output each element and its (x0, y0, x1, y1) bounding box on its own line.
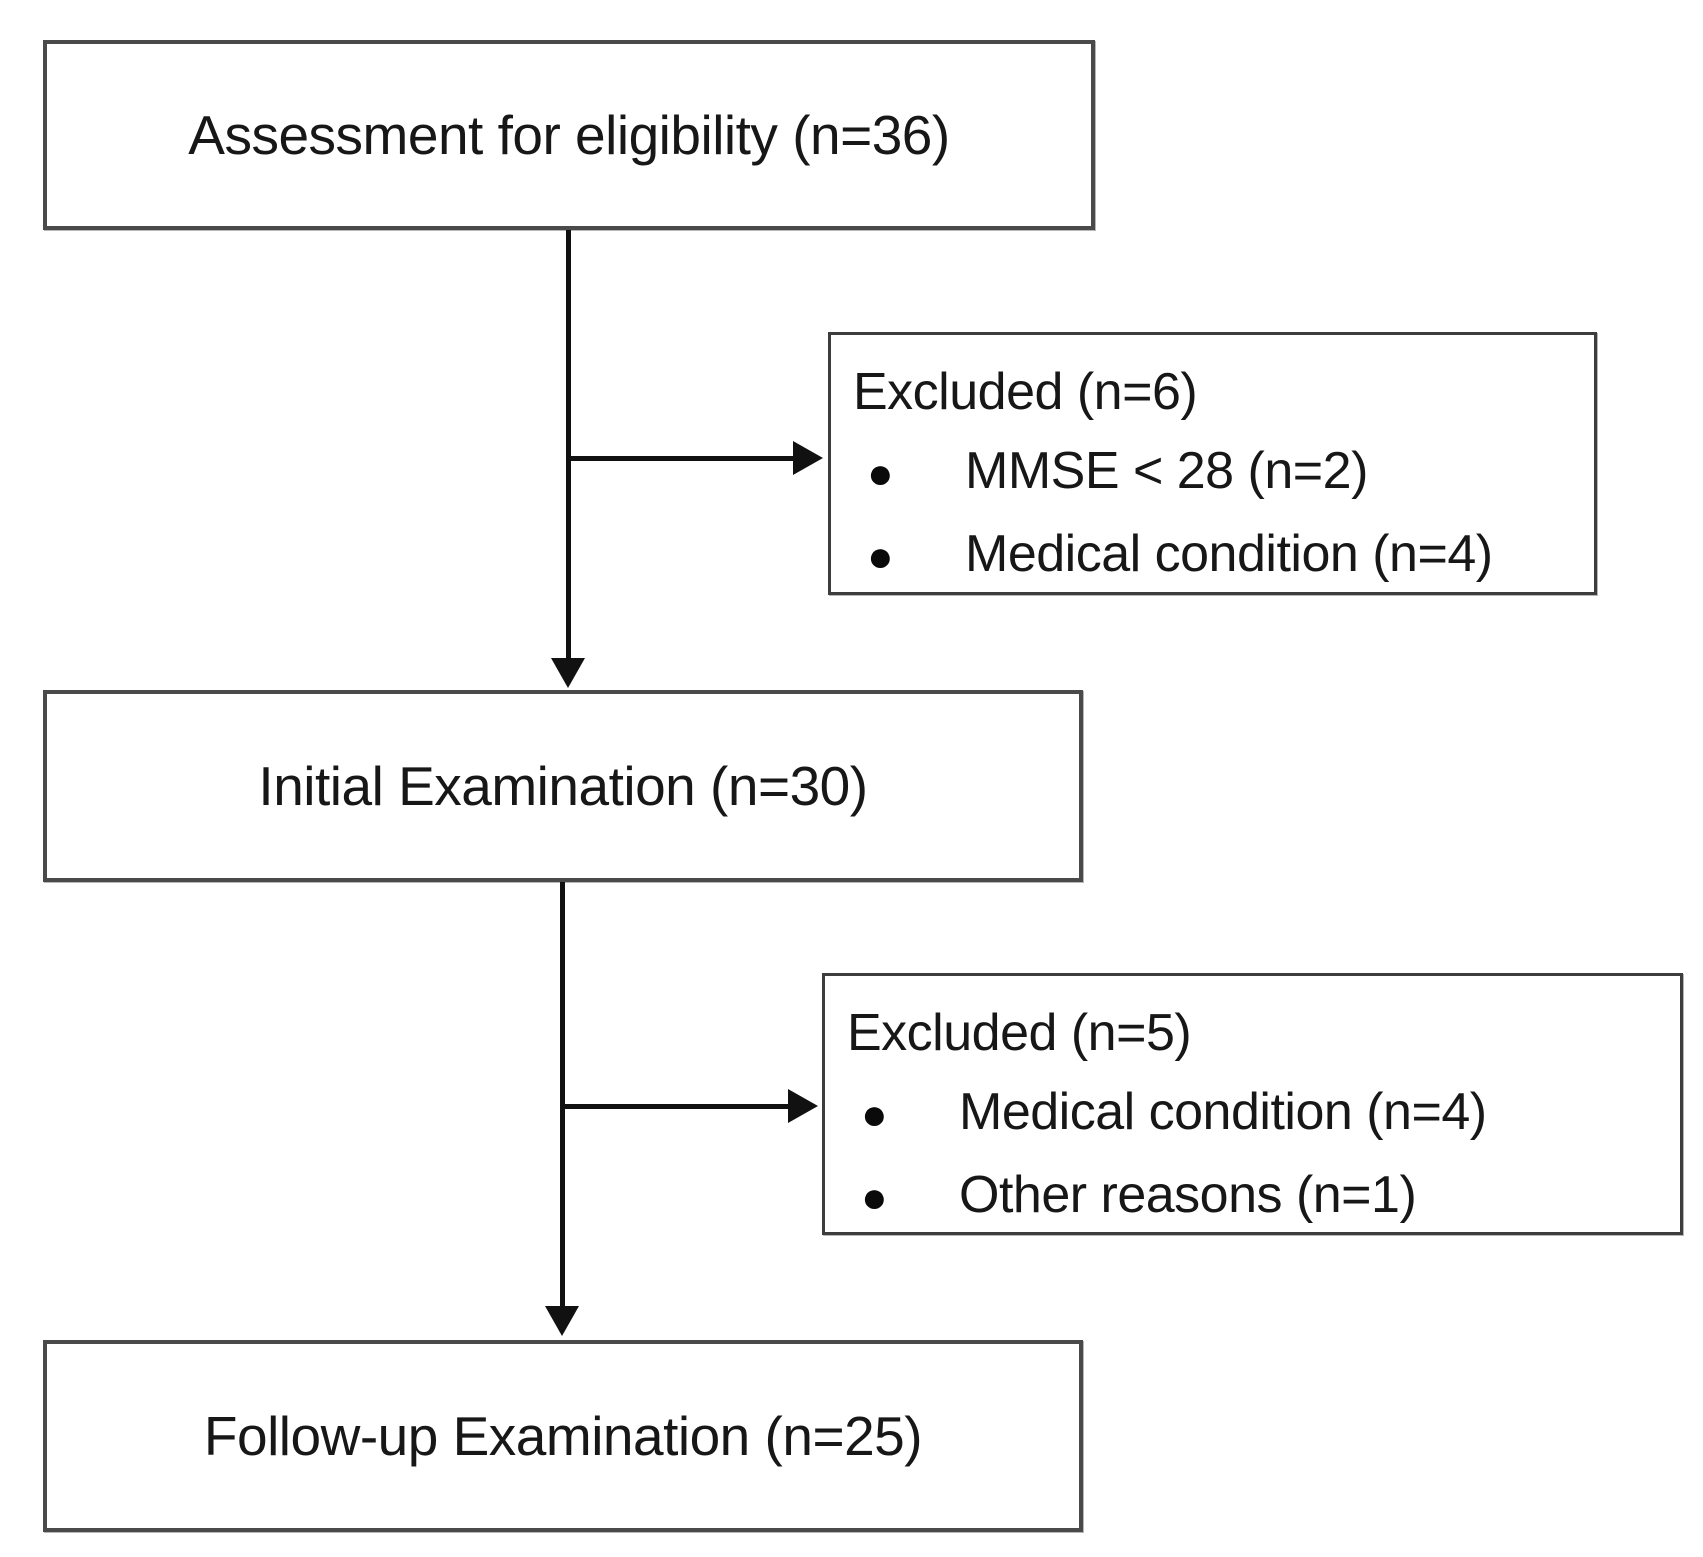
box-initial-examination: Initial Examination (n=30) (43, 690, 1083, 882)
excluded-2-item-other-label: Other reasons (n=1) (959, 1166, 1417, 1224)
arrowhead-right-to-excluded2-icon (788, 1089, 818, 1123)
excluded-2-item-medical: ● Medical condition (n=4) (847, 1072, 1660, 1155)
excluded-1-item-medical-label: Medical condition (n=4) (965, 525, 1493, 583)
excluded-2-item-other: ● Other reasons (n=1) (847, 1155, 1660, 1238)
excluded-1-title: Excluded (n=6) (853, 363, 1198, 421)
box-followup-label: Follow-up Examination (n=25) (203, 1405, 923, 1467)
excluded-1-item-medical: ● Medical condition (n=4) (853, 514, 1574, 597)
box-initial-label: Initial Examination (n=30) (258, 755, 868, 817)
arrowhead-down-to-followup-icon (545, 1306, 579, 1336)
box-excluded-2: Excluded (n=5) ● Medical condition (n=4)… (822, 973, 1683, 1235)
box-excluded-1: Excluded (n=6) ● MMSE < 28 (n=2) ● Medic… (828, 332, 1597, 595)
box-followup-examination: Follow-up Examination (n=25) (43, 1340, 1083, 1532)
connector-initial-to-followup-line (560, 882, 565, 1308)
excluded-2-title: Excluded (n=5) (847, 1004, 1192, 1062)
bullet-icon: ● (861, 1090, 888, 1139)
box-assessment-label: Assessment for eligibility (n=36) (188, 104, 950, 166)
connector-assessment-to-initial-line (566, 230, 571, 660)
box-assessment-for-eligibility: Assessment for eligibility (n=36) (43, 40, 1095, 230)
connector-to-excluded1-line (568, 456, 793, 461)
excluded-1-item-mmse: ● MMSE < 28 (n=2) (853, 431, 1574, 514)
bullet-icon: ● (861, 1173, 888, 1222)
excluded-1-item-mmse-label: MMSE < 28 (n=2) (965, 442, 1368, 500)
bullet-icon: ● (867, 532, 894, 581)
arrowhead-right-to-excluded1-icon (793, 441, 823, 475)
bullet-icon: ● (867, 449, 894, 498)
connector-to-excluded2-line (562, 1104, 788, 1109)
arrowhead-down-to-initial-icon (551, 658, 585, 688)
excluded-2-item-medical-label: Medical condition (n=4) (959, 1083, 1487, 1141)
